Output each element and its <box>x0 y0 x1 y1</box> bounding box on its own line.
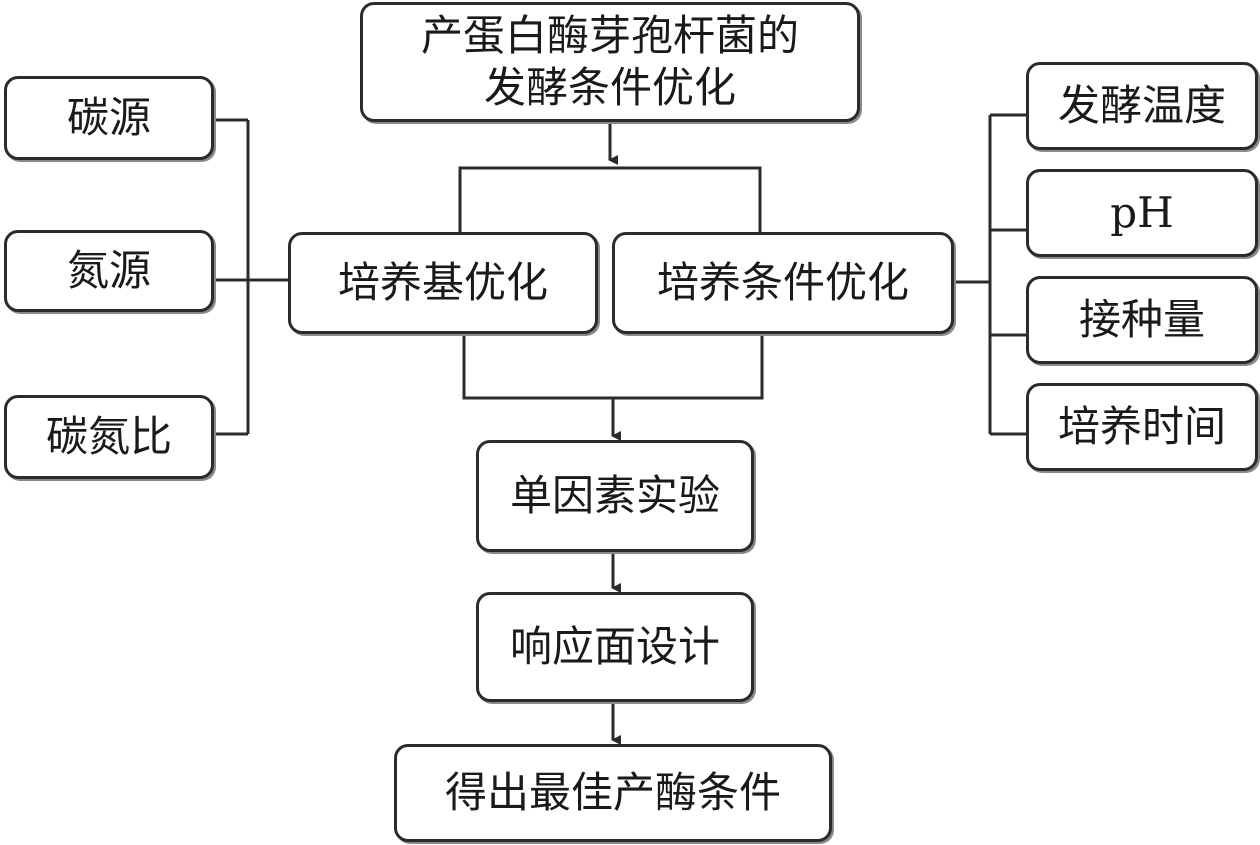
single-factor-box: 单因素实验 <box>476 440 754 552</box>
factor-temperature-label: 发酵温度 <box>1057 80 1226 130</box>
culture-optimization-box: 培养条件优化 <box>612 232 954 334</box>
factor-time-box: 培养时间 <box>1026 383 1258 471</box>
medium-optimization-label: 培养基优化 <box>337 257 548 307</box>
factor-inoculum-box: 接种量 <box>1026 276 1258 364</box>
result-box: 得出最佳产酶条件 <box>394 744 832 842</box>
response-surface-box: 响应面设计 <box>476 592 754 702</box>
merge-bracket <box>462 334 764 400</box>
result-label: 得出最佳产酶条件 <box>444 767 781 817</box>
factor-ph-label: pH <box>1110 187 1174 237</box>
factor-nitrogen-label: 氮源 <box>66 245 151 295</box>
single-factor-label: 单因素实验 <box>509 470 720 520</box>
factor-time-label: 培养时间 <box>1057 401 1226 451</box>
factor-carbon-label: 碳源 <box>66 92 151 142</box>
title-box: 产蛋白酶芽孢杆菌的 发酵条件优化 <box>360 2 860 122</box>
response-surface-label: 响应面设计 <box>509 621 720 671</box>
split-bracket <box>458 166 762 232</box>
culture-optimization-label: 培养条件优化 <box>656 257 909 307</box>
medium-optimization-box: 培养基优化 <box>288 232 598 334</box>
factor-ph-box: pH <box>1026 169 1258 257</box>
factor-inoculum-label: 接种量 <box>1078 294 1205 344</box>
factor-nitrogen-box: 氮源 <box>4 230 214 312</box>
title-text: 产蛋白酶芽孢杆菌的 发酵条件优化 <box>420 10 799 113</box>
factor-temperature-box: 发酵温度 <box>1026 62 1258 150</box>
factor-cn-ratio-box: 碳氮比 <box>4 395 214 479</box>
factor-carbon-box: 碳源 <box>4 76 214 160</box>
factor-cn-ratio-label: 碳氮比 <box>45 411 172 461</box>
